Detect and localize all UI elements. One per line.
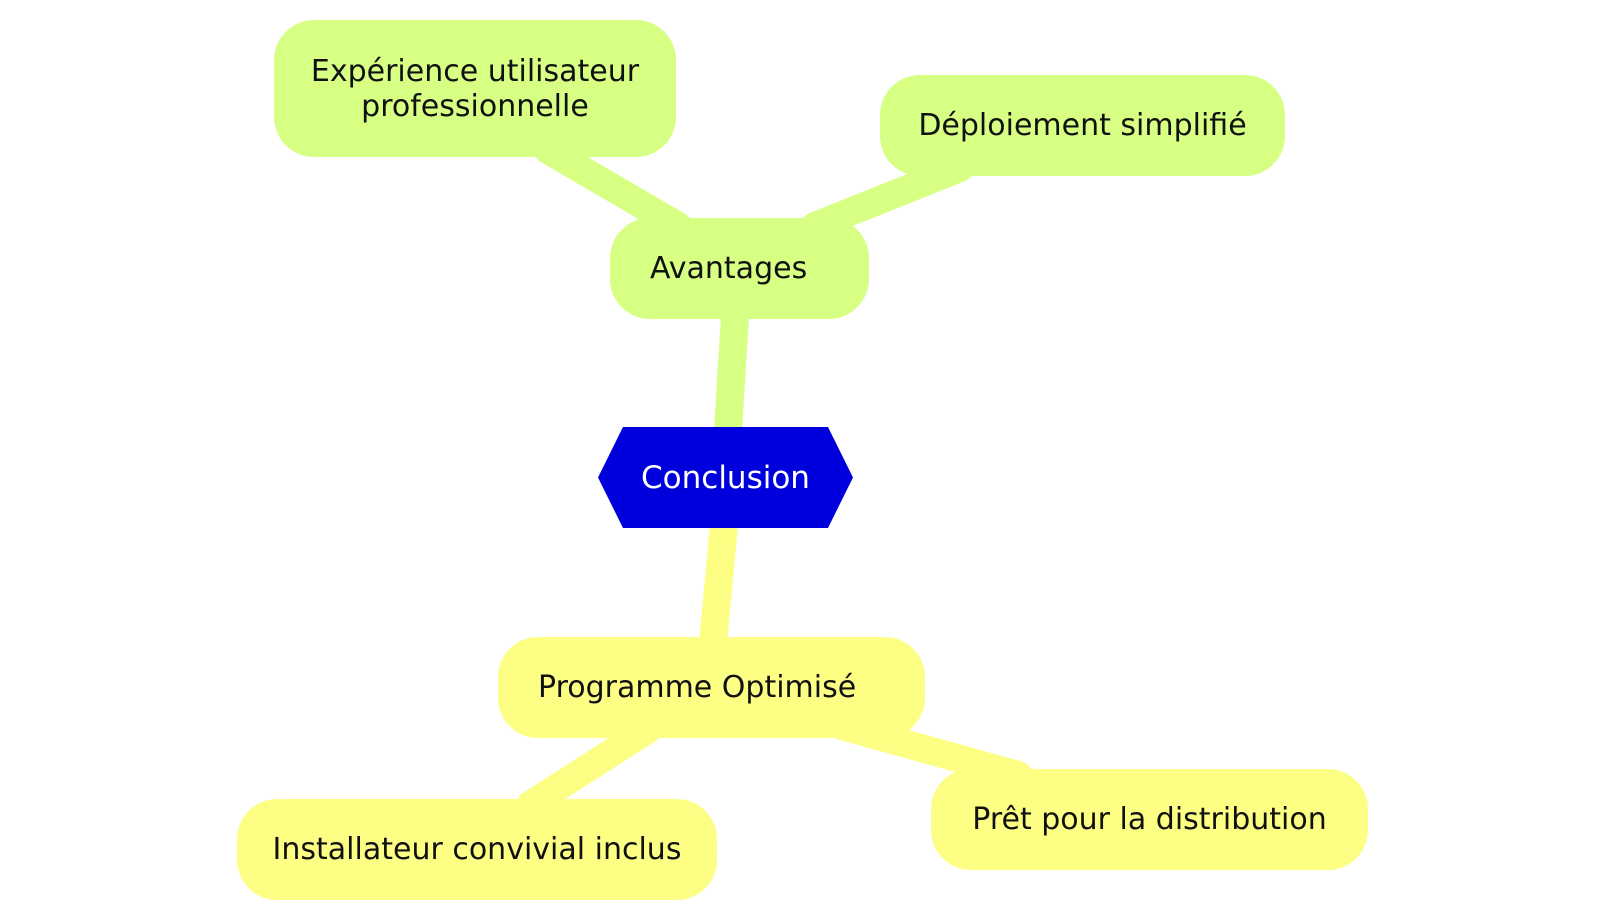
- leaf-text-deploiement: Déploiement simplifié: [918, 108, 1247, 143]
- leaf-text-experience: Expérience utilisateur professionnelle: [311, 54, 639, 124]
- hexagon-shape: [598, 427, 853, 528]
- leaf-text-pret: Prêt pour la distribution: [972, 802, 1327, 837]
- leaf-node-deploiement: Déploiement simplifié: [880, 75, 1285, 176]
- leaf-node-installateur: Installateur convivial inclus: [237, 799, 717, 900]
- leaf-text-installateur: Installateur convivial inclus: [272, 832, 682, 867]
- root-label: Conclusion: [641, 459, 810, 496]
- root-node-conclusion: Conclusion: [598, 427, 853, 528]
- branch-node-avantages: Avantages: [610, 218, 869, 319]
- branch-label-avantages: Avantages: [650, 251, 808, 286]
- branch-label-programme: Programme Optimisé: [538, 670, 857, 705]
- edge-avantages-experience: [534, 136, 692, 240]
- edge-avantages-deploiement: [801, 154, 974, 240]
- branch-node-programme: Programme Optimisé: [498, 637, 925, 738]
- leaf-node-pret: Prêt pour la distribution: [931, 769, 1368, 870]
- leaf-line: Expérience utilisateur: [310, 53, 640, 89]
- edge-root-programme: [699, 501, 739, 656]
- leaf-node-experience: Expérience utilisateur professionnelle: [274, 20, 676, 157]
- edge-programme-installateur: [516, 716, 661, 819]
- edge-root-avantages: [714, 286, 750, 444]
- hexagon-fill: [598, 427, 853, 528]
- leaf-line: professionnelle: [361, 88, 589, 124]
